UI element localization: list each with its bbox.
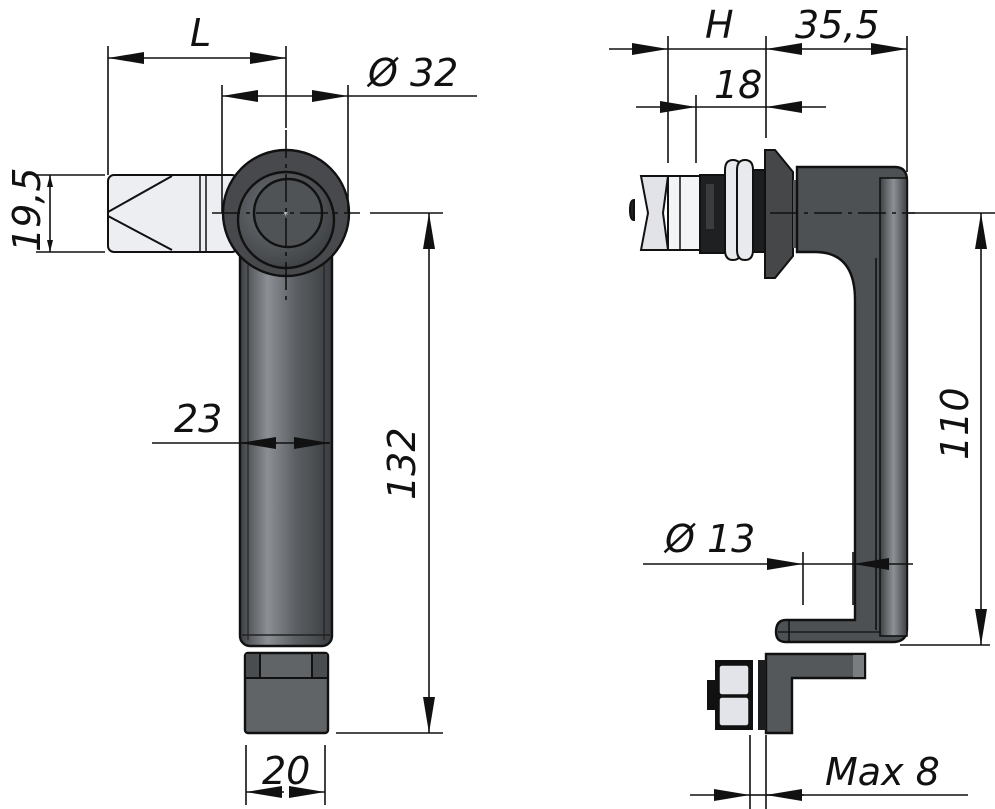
dim-20-label: 20: [262, 749, 310, 793]
dim-L: L: [107, 11, 287, 175]
dim-23-label: 23: [174, 397, 222, 441]
dim-110-label: 110: [933, 387, 977, 460]
handle-bar: [238, 208, 334, 648]
catch-bracket: [707, 652, 867, 735]
dim-132-label: 132: [380, 427, 424, 500]
dim-diam13-label: Ø 13: [663, 517, 755, 561]
dim-110: 110: [900, 212, 995, 646]
side-cam: [628, 175, 701, 251]
dim-19-5: 19,5: [5, 167, 105, 253]
dim-max8-label: Max 8: [825, 750, 940, 794]
dim-18-label: 18: [714, 63, 762, 107]
side-view: H 35,5 18 110 Ø 13: [609, 3, 995, 809]
foot-block: [243, 651, 330, 735]
dim-diam32-label: Ø 32: [366, 51, 458, 95]
dim-H-label: H: [705, 3, 734, 47]
handle-head: *: [221, 148, 351, 278]
side-handle: [774, 165, 909, 644]
dim-max8: Max 8: [690, 735, 968, 809]
side-shank: [699, 149, 799, 279]
dim-H: H 35,5: [609, 3, 908, 172]
dim-23: 23: [152, 397, 330, 449]
svg-text:*: *: [283, 210, 288, 221]
dim-18: 18: [636, 63, 826, 163]
front-view: * L Ø 32: [5, 11, 477, 805]
dim-L-label: L: [190, 11, 211, 55]
dim-20: 20: [245, 745, 326, 805]
dim-19-5-label: 19,5: [5, 167, 49, 252]
dim-diam13: Ø 13: [643, 517, 913, 605]
dim-diam32: Ø 32: [221, 51, 477, 213]
dim-132: 132: [336, 212, 443, 734]
dim-35-5-label: 35,5: [795, 3, 880, 47]
